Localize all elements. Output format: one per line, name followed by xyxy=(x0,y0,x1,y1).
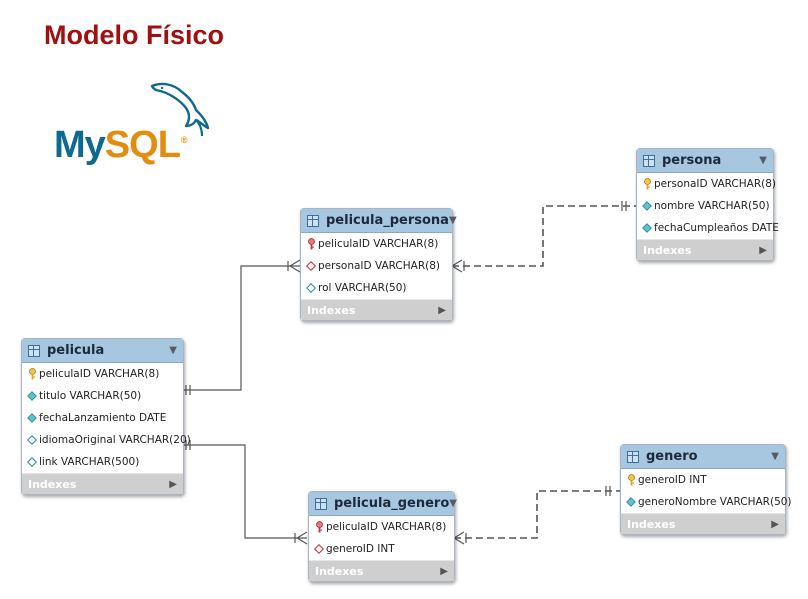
primary-key-icon xyxy=(626,474,636,486)
column-row[interactable]: idiomaOriginal VARCHAR(20) xyxy=(22,429,191,451)
column-row[interactable]: titulo VARCHAR(50) xyxy=(22,385,183,407)
mysql-logo: MySQL® xyxy=(52,80,222,170)
indexes-label: Indexes xyxy=(627,517,676,531)
column-nullable-icon xyxy=(27,457,37,467)
column-definition: generoNombre VARCHAR(50) xyxy=(638,496,792,508)
column-row[interactable]: fechaLanzamiento DATE xyxy=(22,407,183,429)
foreign-key-icon xyxy=(313,543,325,555)
column-definition: peliculaID VARCHAR(8) xyxy=(39,368,160,380)
collapse-arrow-icon[interactable]: ▼ xyxy=(759,155,767,166)
column-definition: idiomaOriginal VARCHAR(20) xyxy=(39,434,191,446)
dolphin-icon xyxy=(150,82,210,137)
table-name: genero xyxy=(646,449,698,464)
column-definition: link VARCHAR(500) xyxy=(39,456,140,468)
column-definition: titulo VARCHAR(50) xyxy=(39,390,142,402)
column-not-null-icon xyxy=(626,497,636,507)
column-definition: rol VARCHAR(50) xyxy=(318,282,407,294)
table-pelicula[interactable]: pelicula ▼ peliculaID VARCHAR(8) titulo VAR… xyxy=(21,338,191,495)
expand-arrow-icon[interactable]: ▶ xyxy=(771,518,779,530)
indexes-section[interactable]: Indexes ▶ xyxy=(637,239,773,260)
indexes-label: Indexes xyxy=(307,303,356,317)
table-header[interactable]: pelicula ▼ xyxy=(22,339,183,363)
column-definition: fechaLanzamiento DATE xyxy=(39,412,167,424)
expand-arrow-icon[interactable]: ▶ xyxy=(438,304,446,316)
table-name: pelicula_persona xyxy=(326,213,449,228)
table-pelicula-genero[interactable]: pelicula_genero▼ peliculaID VARCHAR(8) gen… xyxy=(308,491,457,582)
collapse-arrow-icon[interactable]: ▼ xyxy=(448,215,457,226)
column-row[interactable]: generoNombre VARCHAR(50) xyxy=(621,491,792,513)
column-row[interactable]: generoID INT xyxy=(621,469,785,491)
expand-arrow-icon[interactable]: ▶ xyxy=(759,244,767,256)
relationship-pelicula-pelicula-persona xyxy=(183,265,300,391)
indexes-section[interactable]: Indexes ▶ xyxy=(22,473,183,494)
indexes-label: Indexes xyxy=(315,564,364,578)
indexes-label: Indexes xyxy=(643,243,692,257)
table-name: pelicula_genero xyxy=(334,496,450,511)
collapse-arrow-icon[interactable]: ▼ xyxy=(771,451,779,462)
indexes-section[interactable]: Indexes ▶ xyxy=(301,299,452,320)
table-icon xyxy=(315,497,327,510)
registered-mark: ® xyxy=(180,135,188,145)
relationship-pelicula-pelicula-genero xyxy=(183,444,307,539)
table-pelicula-persona[interactable]: pelicula_persona▼ peliculaID VARCHAR(8) pe… xyxy=(300,208,457,321)
table-header[interactable]: pelicula_genero▼ xyxy=(309,492,457,516)
collapse-arrow-icon[interactable]: ▼ xyxy=(169,345,177,356)
primary-foreign-key-icon xyxy=(314,521,324,533)
column-not-null-icon xyxy=(642,201,652,211)
mysql-sql-text: SQL xyxy=(104,124,181,166)
expand-arrow-icon[interactable]: ▶ xyxy=(169,478,177,490)
column-row[interactable]: fechaCumpleaños DATE xyxy=(637,217,779,239)
column-definition: nombre VARCHAR(50) xyxy=(654,200,770,212)
table-name: pelicula xyxy=(47,343,105,358)
column-row[interactable]: generoID INT xyxy=(309,538,454,560)
column-not-null-icon xyxy=(642,223,652,233)
table-name: persona xyxy=(662,153,722,168)
table-header[interactable]: persona ▼ xyxy=(637,149,773,173)
relationship-pelicula-genero-genero xyxy=(454,490,620,539)
column-row[interactable]: nombre VARCHAR(50) xyxy=(637,195,773,217)
indexes-section[interactable]: Indexes ▶ xyxy=(309,560,454,581)
page-title: Modelo Físico xyxy=(44,20,225,50)
indexes-label: Indexes xyxy=(28,477,77,491)
table-icon xyxy=(28,344,40,357)
column-row[interactable]: personaID VARCHAR(8) xyxy=(301,255,452,277)
column-row[interactable]: peliculaID VARCHAR(8) xyxy=(301,233,452,255)
column-definition: fechaCumpleaños DATE xyxy=(654,222,779,234)
mysql-wordmark: MySQL® xyxy=(54,124,188,167)
table-icon xyxy=(643,154,655,167)
expand-arrow-icon[interactable]: ▶ xyxy=(440,565,448,577)
column-row[interactable]: rol VARCHAR(50) xyxy=(301,277,452,299)
column-nullable-icon xyxy=(27,435,37,445)
table-persona[interactable]: persona ▼ personaID VARCHAR(8) nombre VARCH… xyxy=(636,148,779,261)
column-definition: generoID INT xyxy=(638,474,707,486)
column-nullable-icon xyxy=(306,283,316,293)
column-definition: peliculaID VARCHAR(8) xyxy=(318,238,439,250)
column-definition: personaID VARCHAR(8) xyxy=(318,260,440,272)
column-row[interactable]: personaID VARCHAR(8) xyxy=(637,173,776,195)
table-icon xyxy=(307,214,319,227)
table-header[interactable]: pelicula_persona▼ xyxy=(301,209,457,233)
table-header[interactable]: genero ▼ xyxy=(621,445,785,469)
column-not-null-icon xyxy=(27,413,37,423)
foreign-key-icon xyxy=(305,260,317,272)
column-definition: personaID VARCHAR(8) xyxy=(654,178,776,190)
column-row[interactable]: link VARCHAR(500) xyxy=(22,451,183,473)
primary-key-icon xyxy=(642,178,652,190)
column-definition: peliculaID VARCHAR(8) xyxy=(326,521,447,533)
column-row[interactable]: peliculaID VARCHAR(8) xyxy=(22,363,183,385)
table-icon xyxy=(627,450,639,463)
primary-foreign-key-icon xyxy=(306,238,316,250)
column-row[interactable]: peliculaID VARCHAR(8) xyxy=(309,516,454,538)
table-genero[interactable]: genero ▼ generoID INT generoNombre VARCHAR(… xyxy=(620,444,792,535)
mysql-my-text: My xyxy=(54,124,106,166)
indexes-section[interactable]: Indexes ▶ xyxy=(621,513,785,534)
relationship-pelicula-persona-persona xyxy=(452,205,636,267)
column-not-null-icon xyxy=(27,391,37,401)
collapse-arrow-icon[interactable]: ▼ xyxy=(449,498,457,509)
primary-key-icon xyxy=(27,368,37,380)
column-definition: generoID INT xyxy=(326,543,395,555)
